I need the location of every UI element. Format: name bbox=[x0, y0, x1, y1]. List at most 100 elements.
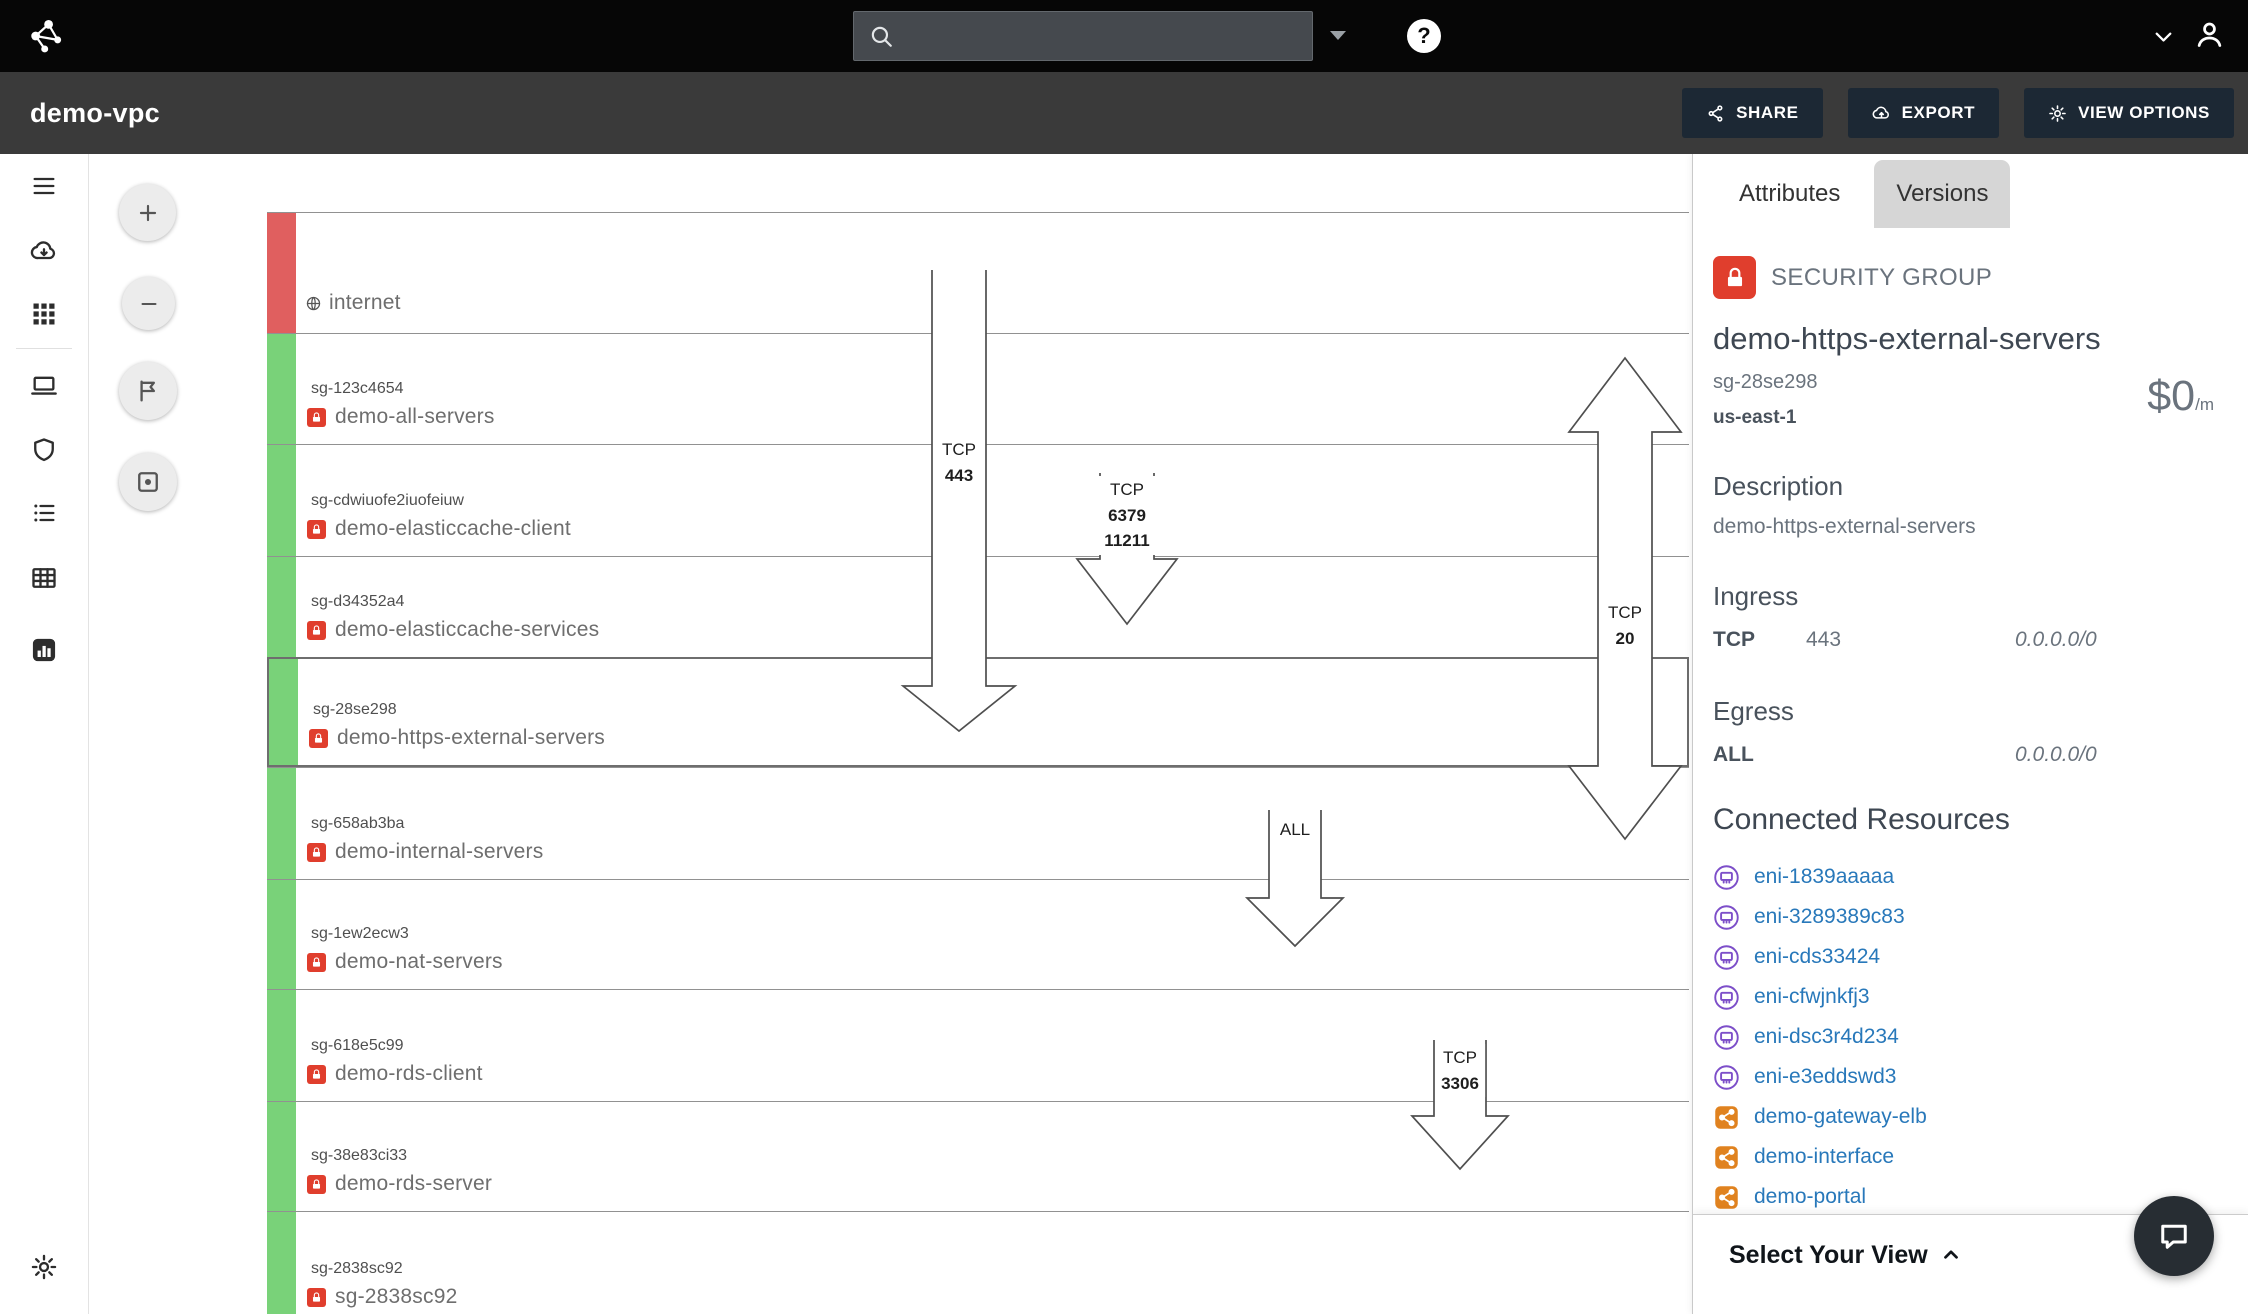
share-button[interactable]: SHARE bbox=[1682, 88, 1823, 138]
security-group-icon bbox=[309, 729, 328, 748]
settings-icon bbox=[30, 1253, 58, 1281]
row-name: internet bbox=[329, 291, 401, 315]
lock-icon bbox=[310, 1291, 323, 1304]
row-sg-id: sg-38e83ci33 bbox=[311, 1147, 407, 1165]
sg-row-demo-https-external-servers[interactable]: sg-28se298demo-https-external-servers bbox=[267, 657, 1689, 767]
header-actions: SHARE EXPORT VIEW OPTIONS bbox=[1682, 88, 2234, 138]
search-options-caret[interactable] bbox=[1330, 31, 1346, 40]
row-name: demo-elasticcache-client bbox=[335, 517, 571, 541]
row-color-bar bbox=[267, 880, 296, 989]
sg-row-demo-elasticcache-services[interactable]: sg-d34352a4demo-elasticcache-services bbox=[267, 556, 1689, 657]
left-sidebar bbox=[0, 154, 89, 1314]
lock-icon bbox=[310, 411, 323, 424]
resource-link[interactable]: eni-1839aaaaa bbox=[1754, 865, 1894, 889]
sidebar-item-report-view[interactable] bbox=[21, 627, 67, 673]
sg-row-demo-all-servers[interactable]: sg-123c4654demo-all-servers bbox=[267, 333, 1689, 444]
eni-icon bbox=[1713, 864, 1740, 891]
search-input[interactable] bbox=[904, 25, 1298, 48]
row-color-bar bbox=[267, 990, 296, 1101]
resource-link[interactable]: demo-gateway-elb bbox=[1754, 1105, 1927, 1129]
eni-icon bbox=[1713, 984, 1740, 1011]
top-bar: ? bbox=[0, 0, 2248, 72]
export-button[interactable]: EXPORT bbox=[1848, 88, 2000, 138]
compute-icon bbox=[30, 372, 58, 400]
environments-icon bbox=[30, 300, 58, 328]
row-color-bar bbox=[267, 1212, 296, 1314]
resource-row: eni-dsc3r4d234 bbox=[1713, 1017, 2228, 1057]
connected-resources-list: eni-1839aaaaa eni-3289389c83 eni-cds33424 e… bbox=[1713, 857, 2228, 1217]
traffic-label: TCP443 bbox=[936, 436, 982, 489]
ingress-heading: Ingress bbox=[1713, 581, 2228, 612]
traffic-label: TCP637911211 bbox=[1098, 476, 1155, 555]
row-color-bar bbox=[267, 213, 296, 333]
security-group-icon bbox=[307, 953, 326, 972]
traffic-label: ALL bbox=[1274, 816, 1316, 844]
panel-tabs: Attributes Versions bbox=[1693, 154, 2248, 228]
sg-row-sg-2838sc92[interactable]: sg-2838sc92 sg-2838sc92 bbox=[267, 1211, 1689, 1314]
security-group-icon bbox=[1713, 256, 1756, 299]
sidebar-item-cloud-sync[interactable] bbox=[21, 228, 67, 274]
resource-link[interactable]: eni-dsc3r4d234 bbox=[1754, 1025, 1899, 1049]
row-color-bar bbox=[267, 445, 296, 556]
lock-icon bbox=[310, 523, 323, 536]
tab-versions[interactable]: Versions bbox=[1874, 160, 2010, 228]
lock-icon bbox=[1722, 265, 1748, 291]
presentation-button[interactable] bbox=[119, 362, 177, 420]
sidebar-item-settings[interactable] bbox=[21, 1244, 67, 1290]
chat-icon bbox=[2156, 1218, 2192, 1254]
tab-attributes[interactable]: Attributes bbox=[1717, 160, 1862, 228]
security-icon bbox=[30, 436, 58, 464]
traffic-label: TCP20 bbox=[1602, 599, 1648, 652]
row-name: demo-https-external-servers bbox=[337, 726, 605, 750]
sidebar-item-compute[interactable] bbox=[21, 363, 67, 409]
resource-link[interactable]: eni-3289389c83 bbox=[1754, 905, 1905, 929]
user-account-icon[interactable] bbox=[2193, 18, 2226, 51]
resource-link[interactable]: eni-e3eddswd3 bbox=[1754, 1065, 1896, 1089]
plus-icon bbox=[135, 200, 161, 226]
view-options-button[interactable]: VIEW OPTIONS bbox=[2024, 88, 2234, 138]
lock-icon bbox=[312, 732, 325, 745]
chat-button[interactable] bbox=[2134, 1196, 2214, 1276]
price: $0/m bbox=[2147, 372, 2214, 421]
row-color-bar bbox=[267, 334, 296, 444]
sidebar-item-table-view[interactable] bbox=[21, 555, 67, 601]
search-box[interactable] bbox=[853, 11, 1313, 61]
description-text: demo-https-external-servers bbox=[1713, 515, 2228, 539]
sg-row-demo-nat-servers[interactable]: sg-1ew2ecw3demo-nat-servers bbox=[267, 879, 1689, 989]
row-name: demo-rds-client bbox=[335, 1062, 483, 1086]
sg-row-internet[interactable]: internet bbox=[267, 212, 1689, 333]
app-logo[interactable] bbox=[24, 14, 68, 58]
row-sg-id: sg-2838sc92 bbox=[311, 1260, 403, 1278]
resource-link[interactable]: demo-interface bbox=[1754, 1145, 1894, 1169]
chevron-down-icon[interactable] bbox=[2150, 23, 2177, 50]
eni-icon bbox=[1713, 1064, 1740, 1091]
sidebar-item-environments[interactable] bbox=[21, 291, 67, 337]
eni-icon bbox=[1713, 904, 1740, 931]
ingress-rule: TCP443 0.0.0.0/0 bbox=[1713, 628, 2228, 654]
sidebar-item-list-view[interactable] bbox=[21, 490, 67, 536]
export-icon bbox=[1872, 104, 1891, 123]
resource-link[interactable]: eni-cfwjnkfj3 bbox=[1754, 985, 1870, 1009]
menu-icon bbox=[30, 172, 58, 200]
help-button[interactable]: ? bbox=[1407, 19, 1441, 53]
row-name: sg-2838sc92 bbox=[335, 1285, 457, 1309]
resource-link[interactable]: eni-cds33424 bbox=[1754, 945, 1880, 969]
elb-icon bbox=[1713, 1104, 1740, 1131]
row-color-bar bbox=[269, 659, 298, 765]
resource-link[interactable]: demo-portal bbox=[1754, 1185, 1866, 1209]
minus-icon bbox=[137, 292, 161, 316]
zoom-out-button[interactable] bbox=[122, 277, 175, 330]
lock-icon bbox=[310, 956, 323, 969]
sidebar-item-security[interactable] bbox=[21, 427, 67, 473]
zoom-in-button[interactable] bbox=[119, 184, 176, 241]
focus-button[interactable] bbox=[119, 453, 177, 511]
security-group-icon bbox=[307, 1175, 326, 1194]
elb-icon bbox=[1713, 1184, 1740, 1211]
eni-icon bbox=[1713, 944, 1740, 971]
attributes-panel: Attributes Versions $0/m SECURITY GROUP … bbox=[1692, 154, 2248, 1314]
sg-row-demo-rds-server[interactable]: sg-38e83ci33demo-rds-server bbox=[267, 1101, 1689, 1211]
row-color-bar bbox=[267, 1102, 296, 1211]
security-group-icon bbox=[307, 408, 326, 427]
sg-row-demo-internal-servers[interactable]: sg-658ab3bademo-internal-servers bbox=[267, 767, 1689, 879]
sidebar-item-menu[interactable] bbox=[21, 163, 67, 209]
